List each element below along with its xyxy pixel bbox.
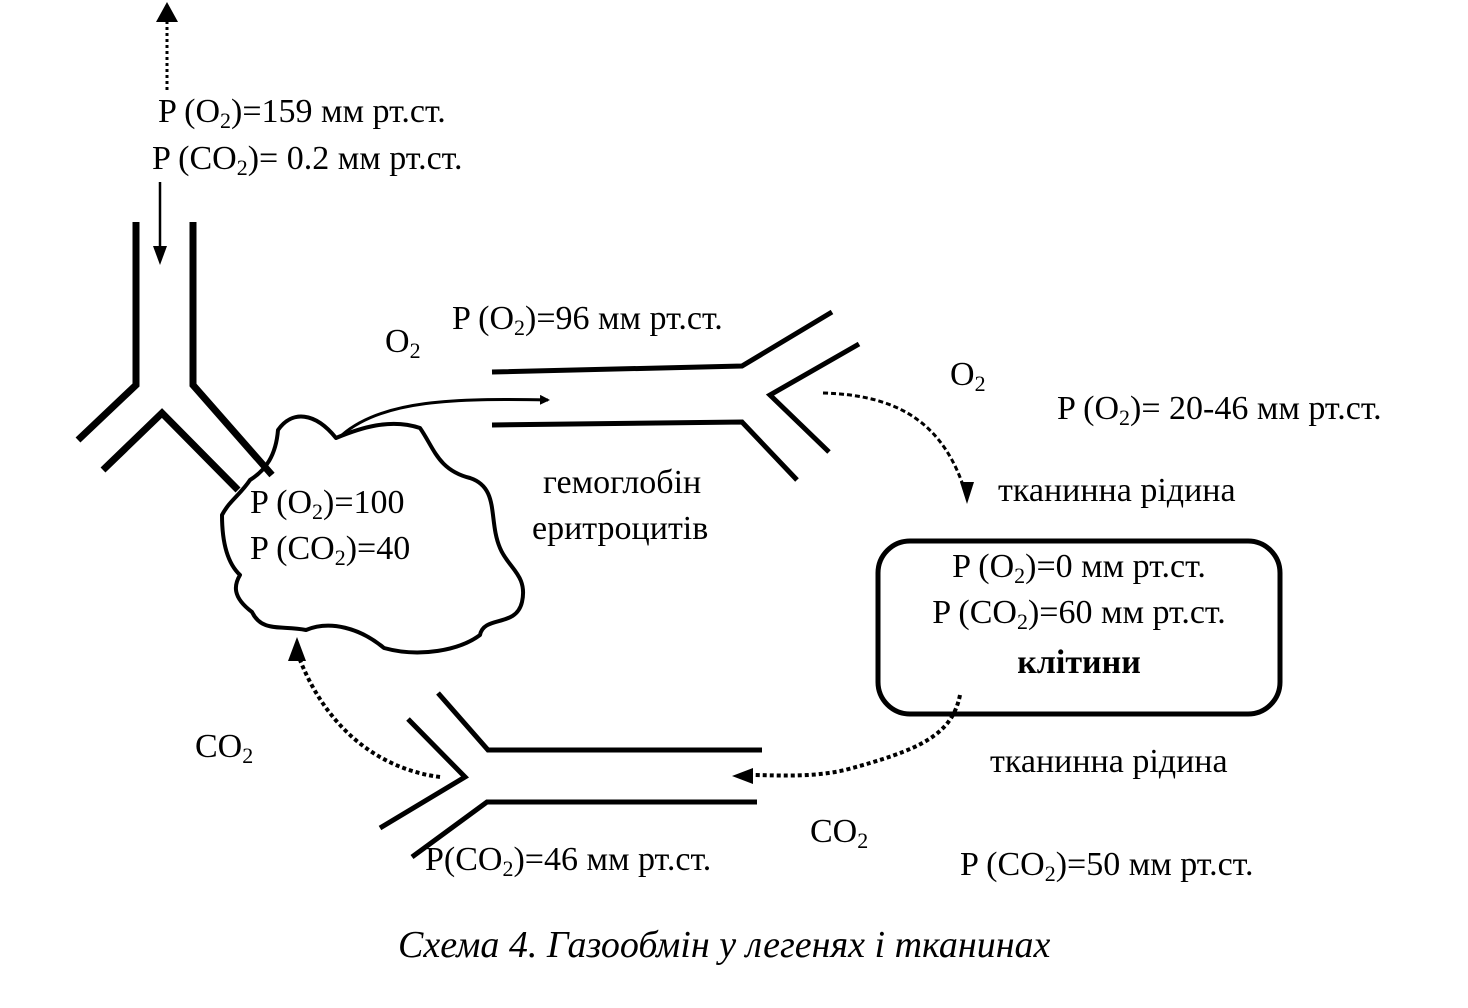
tissue-o2-pressure-label: P (O2)= 20-46 мм рт.ст. bbox=[1057, 390, 1382, 430]
venous-pressure-label: P(CO2)=46 мм рт.ст. bbox=[425, 841, 712, 881]
atmosphere-co2-label: P (CO2)= 0.2 мм рт.ст. bbox=[152, 140, 463, 180]
o2-diffusion-arrow bbox=[341, 394, 550, 437]
tissue-fluid-bottom-label: тканинна рідина bbox=[990, 743, 1228, 780]
co2-release-arrow bbox=[732, 694, 962, 784]
alveolus-o2-label: P (O2)=100 bbox=[250, 484, 405, 524]
cells-co2-label: P (CO2)=60 мм рт.ст. bbox=[932, 594, 1226, 634]
co2-to-alveolus-arrow bbox=[288, 637, 441, 779]
venous-vessel bbox=[378, 691, 762, 860]
arterial-gas-label: O2 bbox=[385, 323, 421, 363]
exhale-arrow bbox=[156, 2, 178, 90]
cells-box bbox=[875, 538, 1283, 717]
airway-shape bbox=[75, 222, 275, 493]
venous-gas-label: CO2 bbox=[195, 728, 254, 768]
alveolus-shape bbox=[220, 414, 526, 655]
inhale-arrow bbox=[153, 182, 167, 265]
tissue-fluid-top-label: тканинна рідина bbox=[998, 472, 1236, 509]
arterial-pressure-label: P (O2)=96 мм рт.ст. bbox=[452, 300, 723, 340]
erythrocytes-label: еритроцитів bbox=[532, 510, 709, 547]
arterial-vessel bbox=[491, 309, 861, 482]
cells-label: клітини bbox=[1017, 644, 1141, 681]
o2-delivery-arrow bbox=[822, 391, 974, 504]
atmosphere-o2-label: P (O2)=159 мм рт.ст. bbox=[158, 93, 446, 133]
cells-o2-label: P (O2)=0 мм рт.ст. bbox=[952, 548, 1206, 588]
figure-caption: Схема 4. Газообмін у легенях і тканинах bbox=[398, 924, 1051, 966]
tissue-o2-gas-label: O2 bbox=[950, 356, 986, 396]
tissue-co2-gas-label: CO2 bbox=[810, 813, 869, 853]
hemoglobin-label: гемоглобін bbox=[543, 464, 702, 501]
alveolus-co2-label: P (CO2)=40 bbox=[250, 530, 411, 570]
tissue-co2-pressure-label: P (CO2)=50 мм рт.ст. bbox=[960, 846, 1254, 886]
